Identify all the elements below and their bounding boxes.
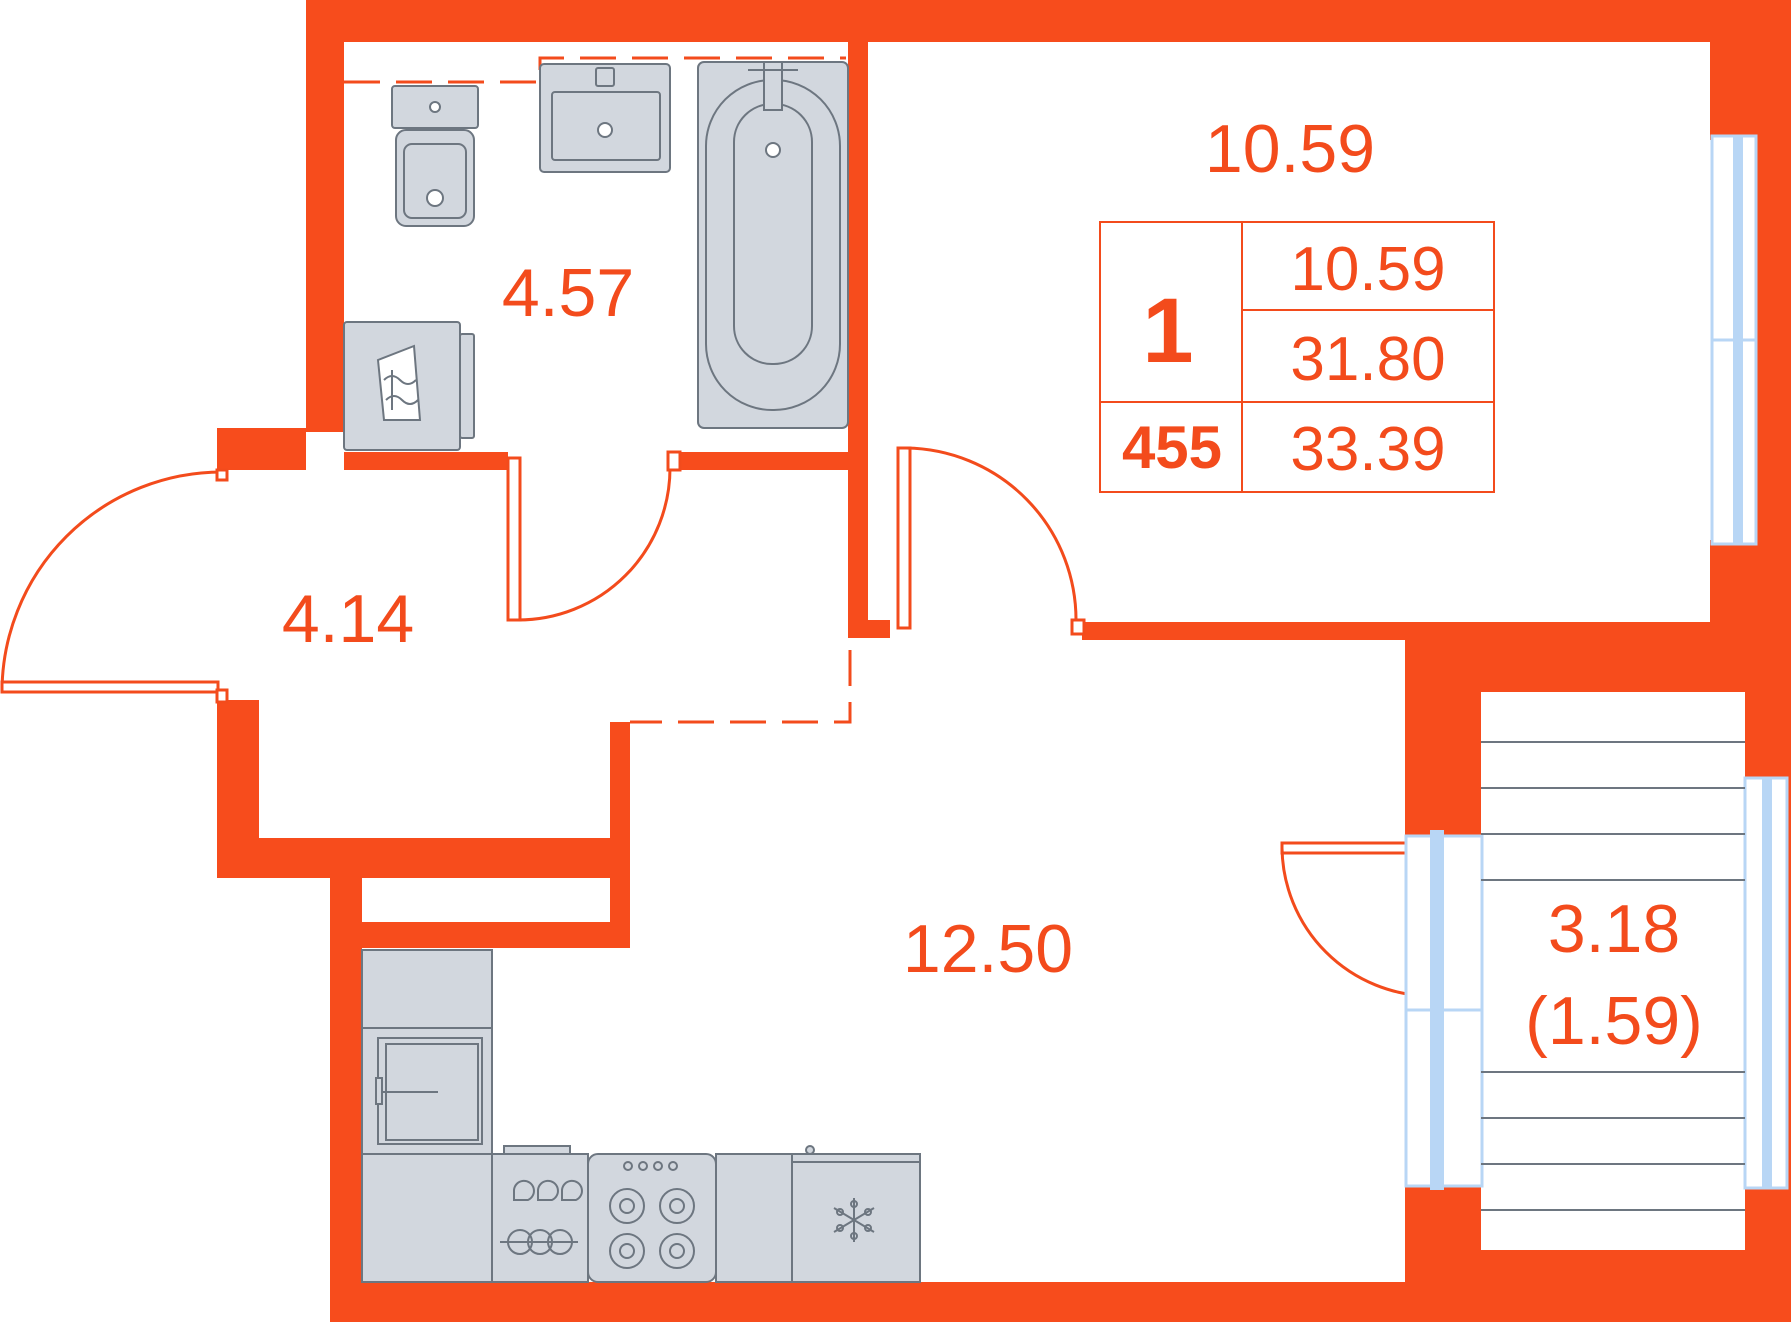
info-table-frame	[1099, 221, 1495, 493]
wall-niche-bottom	[330, 922, 630, 948]
wall-room-right	[1710, 0, 1756, 140]
walls	[217, 0, 1791, 1322]
total-with-balcony: 33.39	[1290, 415, 1445, 484]
living-area: 10.59	[1290, 235, 1445, 304]
room-door-leaf	[896, 446, 912, 630]
kitchen-counter	[361, 1153, 493, 1283]
sink-icon	[539, 63, 671, 173]
balcony-door-swing	[1280, 847, 1431, 998]
apartment-number: 455	[1122, 414, 1222, 481]
wall-room-bottom-stub	[848, 620, 890, 638]
window-balcony-door	[1404, 830, 1484, 1190]
fridge-icon	[361, 949, 493, 1155]
balcony-area-label: 3.18	[1548, 891, 1680, 967]
wall-kitchen-left	[330, 878, 362, 1322]
dash-hall-kitchen	[630, 650, 852, 724]
wall-hall-left-top	[217, 428, 306, 470]
entrance-door-swing	[0, 470, 223, 693]
room-door-jamb	[1070, 618, 1086, 636]
room-door-swing	[905, 446, 1078, 623]
wall-kitchen-right	[1405, 640, 1481, 840]
wall-balcony-bottom	[1481, 1250, 1791, 1322]
snowflake-icon	[791, 1145, 921, 1283]
window-room	[1710, 134, 1758, 546]
wall-hall-bottom	[217, 838, 615, 878]
wall-right-edge	[1756, 0, 1791, 700]
kitchen-sink-icon	[715, 1153, 793, 1283]
stove-icon	[587, 1153, 717, 1283]
windows	[1404, 134, 1789, 1190]
wall-kitchen-right-low	[1405, 1185, 1481, 1322]
wall-balcony-top	[1481, 640, 1791, 692]
room-area-label: 10.59	[1205, 111, 1375, 187]
total-area: 31.80	[1290, 325, 1445, 394]
toilet-icon	[391, 85, 479, 227]
wall-bath-bottom-left	[344, 452, 508, 470]
doors	[0, 446, 1434, 998]
wall-room-bottom	[1082, 622, 1710, 640]
rooms-count: 1	[1142, 280, 1193, 382]
balcony-reduced-area-label: (1.59)	[1525, 983, 1703, 1059]
hall-area-label: 4.14	[282, 581, 414, 657]
wall-top	[306, 0, 1756, 42]
dishwasher-icon	[491, 1145, 589, 1283]
kitchen-area-label: 12.50	[903, 911, 1073, 987]
info-table: 1 455 10.59 31.80 33.39	[1099, 221, 1495, 493]
window-balcony	[1743, 776, 1789, 1190]
bathtub-icon	[697, 61, 849, 429]
bath-door-leaf	[506, 456, 522, 622]
bath-door-swing	[517, 467, 672, 622]
balcony-boards	[1481, 741, 1745, 1211]
washing-machine-icon	[343, 321, 475, 451]
bath-door-jamb	[666, 450, 682, 472]
bathroom-area-label: 4.57	[502, 255, 634, 331]
wall-bath-bottom-right	[678, 452, 848, 470]
wall-bath-left	[306, 0, 344, 432]
entrance-door-jamb2	[215, 688, 229, 704]
entrance-door-jamb	[215, 468, 229, 482]
entrance-door-leaf	[0, 680, 220, 694]
wall-bath-room	[848, 42, 868, 632]
wall-hall-kitchen	[610, 722, 630, 948]
